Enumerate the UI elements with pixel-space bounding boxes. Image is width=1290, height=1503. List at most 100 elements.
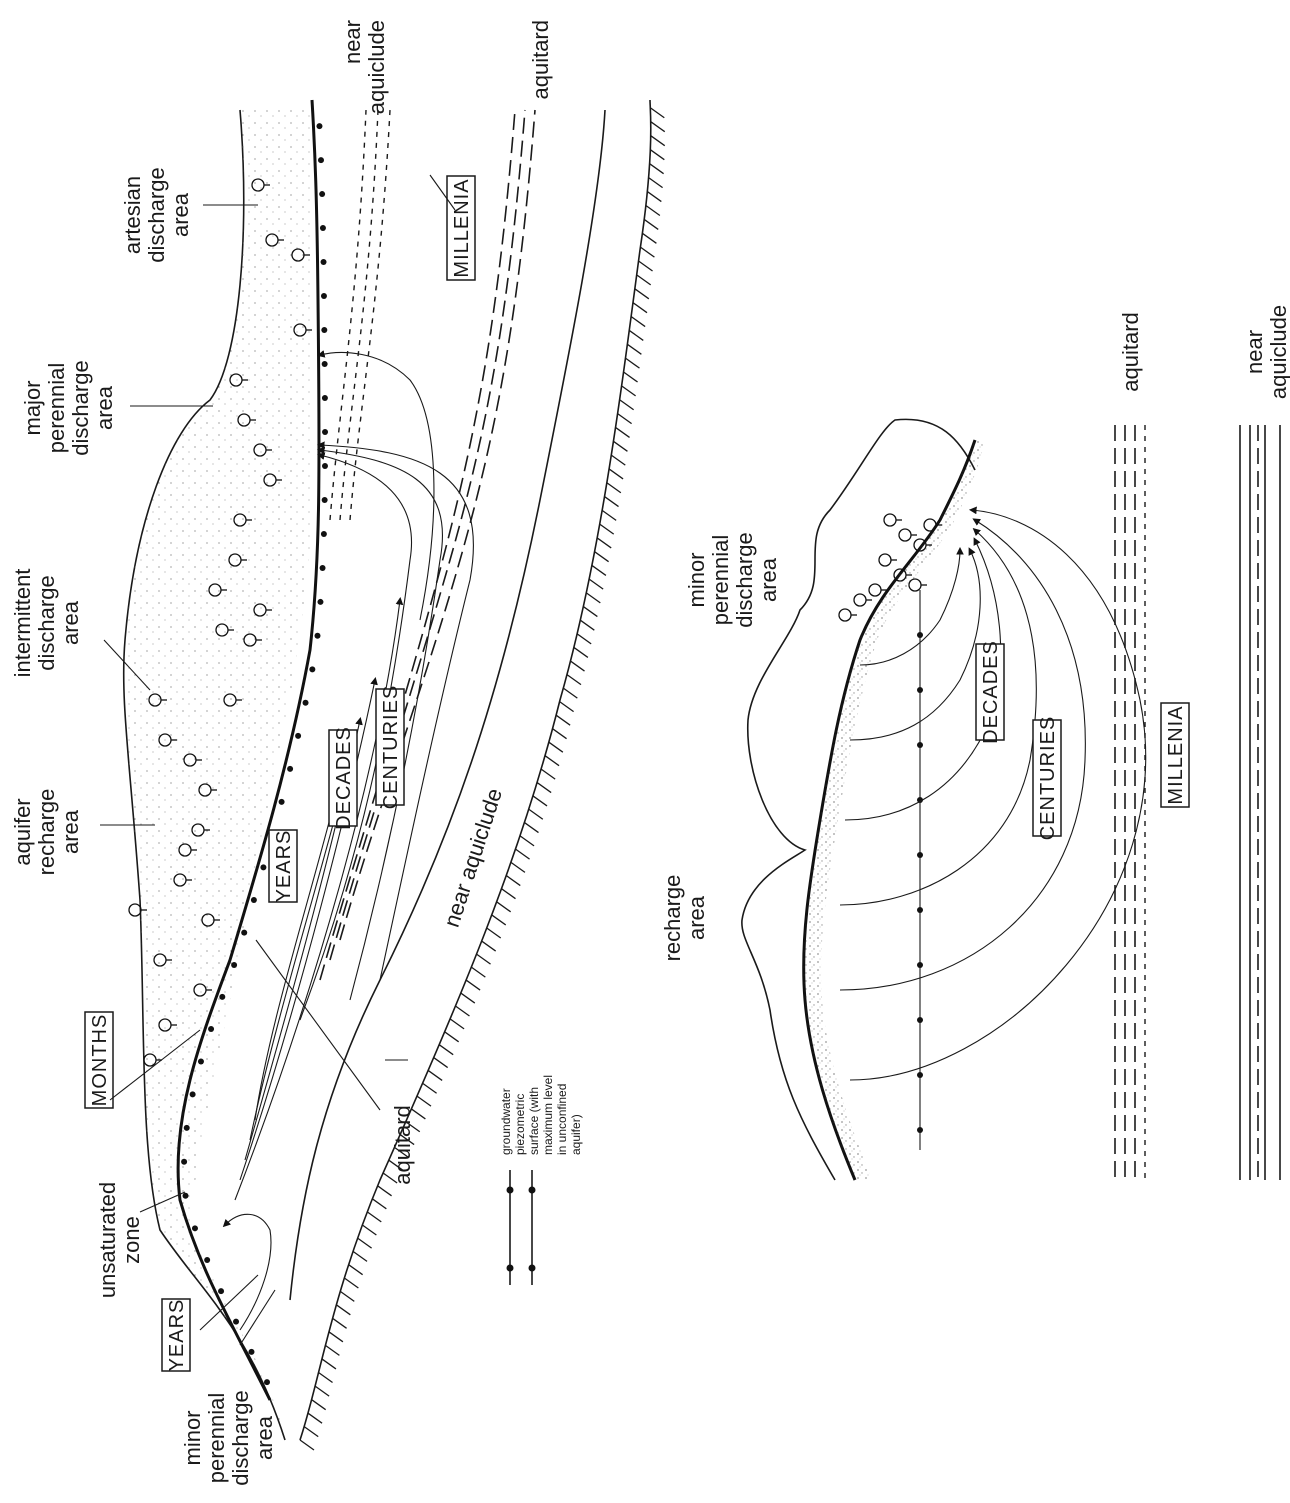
hatch-mark (613, 441, 627, 451)
hatch-mark (633, 303, 647, 313)
hatch-mark (537, 783, 551, 793)
hatch-mark (577, 634, 591, 644)
hatch-mark (304, 1427, 318, 1437)
svg-text:recharge: recharge (34, 789, 59, 876)
hatch-mark (417, 1096, 431, 1106)
label-minor-a: minor perennial discharge area (180, 1390, 277, 1485)
hatch-mark (650, 164, 664, 174)
svg-text:area: area (58, 809, 83, 854)
hatch-mark (497, 902, 511, 912)
label-major: major perennial discharge area (20, 360, 117, 455)
label-aquitard-bottom: aquitard (390, 1105, 415, 1185)
hatch-mark (524, 823, 538, 833)
hatch-mark (492, 915, 506, 925)
piezometric-dot (917, 1127, 923, 1133)
svg-text:MILLENIA: MILLENIA (1165, 705, 1187, 804)
hatch-mark (358, 1238, 372, 1248)
hatch-mark (533, 796, 547, 806)
svg-text:near aquiclude: near aquiclude (439, 785, 507, 930)
piezometric-dot (303, 700, 309, 706)
svg-text:groundwater: groundwater (499, 1088, 513, 1155)
hatch-mark (649, 178, 663, 188)
svg-text:perennial: perennial (204, 1393, 229, 1484)
piezometric-dot (204, 1257, 210, 1263)
piezometric-dot (322, 395, 328, 401)
hatch-mark (445, 1032, 459, 1042)
hatch-mark (428, 1070, 442, 1080)
svg-text:area: area (58, 600, 83, 645)
confining-dash-a2 (340, 110, 378, 520)
hatch-mark (349, 1265, 363, 1275)
hatch-mark (502, 889, 516, 899)
tree-symbol (129, 904, 141, 916)
box-years-upper-a: YEARS (269, 830, 297, 903)
svg-text:area: area (168, 192, 193, 237)
box-millenia-b: MILLENIA (1161, 703, 1189, 807)
hatch-mark (635, 289, 649, 299)
piezometric-dot (917, 687, 923, 693)
svg-text:aquifer): aquifer) (569, 1114, 583, 1155)
svg-text:aquitard: aquitard (528, 20, 553, 100)
box-centuries-b: CENTURIES (1033, 716, 1061, 841)
label-aquitard-top: aquitard (528, 20, 553, 100)
piezometric-dot (917, 907, 923, 913)
box-months-a: MONTHS (85, 1012, 113, 1108)
svg-text:CENTURIES: CENTURIES (380, 685, 402, 810)
hatch-mark (541, 769, 555, 779)
hatch-mark (423, 1083, 437, 1093)
hatch-mark (605, 497, 619, 507)
aquifer-body-a (124, 110, 314, 1440)
hatch-mark (651, 136, 665, 146)
piezometric-dot (917, 962, 923, 968)
piezometric-dot (218, 1288, 224, 1294)
hatch-mark (616, 427, 630, 437)
piezometric-dot (315, 633, 321, 639)
box-decades-a: DECADES (329, 726, 357, 830)
piezometric-dot (321, 531, 327, 537)
piezometric-dot (241, 930, 247, 936)
hatch-mark (620, 400, 634, 410)
hatch-mark (611, 455, 625, 465)
hatch-mark (378, 1186, 392, 1196)
label-unsaturated: unsaturated zone (95, 1182, 144, 1298)
piezometric-dot (279, 799, 285, 805)
svg-text:MONTHS: MONTHS (89, 1014, 111, 1107)
hatch-mark (450, 1019, 464, 1029)
time-boxes-b: DECADES CENTURIES MILLENIA (976, 640, 1189, 840)
svg-text:surface (with: surface (with (527, 1087, 541, 1155)
hatch-mark (567, 675, 581, 685)
svg-text:aquifer: aquifer (10, 798, 35, 865)
hatch-mark (627, 344, 641, 354)
hatch-mark (563, 688, 577, 698)
piezometric-dot (184, 1125, 190, 1131)
hatch-mark (583, 607, 597, 617)
piezometric-dot (917, 1072, 923, 1078)
tree-symbol (909, 579, 921, 591)
svg-text:discharge: discharge (34, 575, 59, 670)
hatch-mark (646, 206, 660, 216)
svg-text:area: area (756, 557, 781, 602)
hatch-mark (600, 524, 614, 534)
piezometric-dot (183, 1193, 189, 1199)
piezometric-dot (287, 766, 293, 772)
piezometric-dot (322, 497, 328, 503)
piezometric-dot (316, 123, 322, 129)
piezometric-dot (322, 429, 328, 435)
svg-text:unsaturated: unsaturated (95, 1182, 120, 1298)
hatch-mark (622, 386, 636, 396)
piezometric-dot (320, 225, 326, 231)
piezometric-dot (317, 599, 323, 605)
hatch-mark (506, 876, 520, 886)
hatch-mark (520, 836, 534, 846)
svg-text:DECADES: DECADES (980, 640, 1002, 744)
hatch-mark (642, 233, 656, 243)
piezometric-dot (219, 994, 225, 1000)
label-aquifer-recharge: aquifer recharge area (10, 789, 83, 876)
label-near-aquiclude-bottom: near aquiclude (439, 785, 507, 930)
box-centuries-a: CENTURIES (376, 685, 404, 810)
legend-text: groundwater piezometric surface (with ma… (499, 1075, 583, 1155)
label-recharge-b: recharge area (660, 875, 709, 962)
piezometric-dot (251, 897, 257, 903)
hatch-mark (651, 122, 665, 132)
